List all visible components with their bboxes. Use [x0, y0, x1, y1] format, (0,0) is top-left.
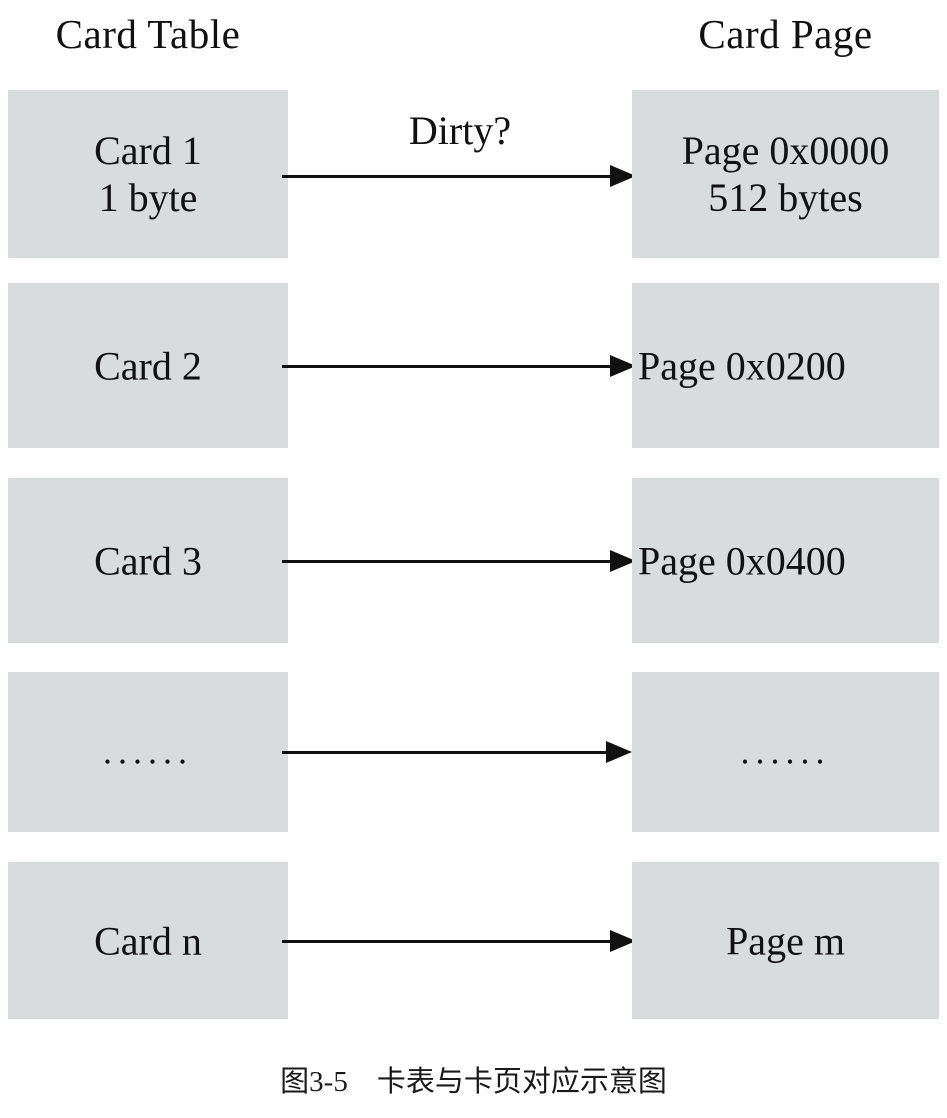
- card-box-text: ......: [8, 729, 288, 776]
- page-box-text: ......: [632, 729, 939, 776]
- card-box-text: Card 3: [8, 537, 288, 584]
- card-box: Card 1 1 byte: [8, 90, 288, 258]
- card-box-line-1: Card 1: [94, 128, 202, 173]
- arrow-head-icon: [606, 741, 632, 763]
- mapping-arrow: [282, 355, 636, 377]
- arrow-head-icon: [610, 165, 636, 187]
- card-box-line-1: Card 2: [94, 343, 202, 388]
- column-heading-card-table: Card Table: [55, 11, 241, 57]
- card-box: ......: [8, 672, 288, 832]
- page-box-line-1: Page 0x0200: [638, 343, 846, 388]
- card-box-text: Card 1 1 byte: [8, 127, 288, 221]
- page-box-line-2: 512 bytes: [708, 175, 863, 220]
- arrow-shaft: [282, 560, 610, 563]
- diagram-row: Card n Page m: [0, 862, 947, 1019]
- page-box-text: Page m: [632, 917, 939, 964]
- card-box-line-1: Card 3: [94, 538, 202, 583]
- page-box-line-1: Page 0x0000: [681, 128, 890, 173]
- page-box: Page 0x0200: [632, 283, 939, 448]
- figure-caption: 图3-5 卡表与卡页对应示意图: [280, 1066, 667, 1098]
- arrow-head-icon: [610, 930, 636, 952]
- card-box: Card 3: [8, 478, 288, 643]
- card-box-text: Card n: [8, 917, 288, 964]
- mapping-arrow: [282, 165, 636, 187]
- card-box-ellipsis: ......: [103, 731, 193, 772]
- arrow-shaft: [282, 751, 606, 754]
- mapping-arrow: [282, 550, 636, 572]
- card-box-line-2: 1 byte: [98, 175, 198, 220]
- page-box: Page 0x0000 512 bytes: [632, 90, 939, 258]
- diagram-row: Card 2 Page 0x0200: [0, 283, 947, 448]
- page-box-text: Page 0x0000 512 bytes: [632, 127, 939, 221]
- arrow-head-icon: [610, 355, 636, 377]
- arrow-head-icon: [610, 550, 636, 572]
- page-box: ......: [632, 672, 939, 832]
- arrow-shaft: [282, 365, 610, 368]
- card-box-line-1: Card n: [94, 918, 202, 963]
- page-box: Page 0x0400: [632, 478, 939, 643]
- page-box-text: Page 0x0400: [638, 537, 939, 584]
- card-box: Card n: [8, 862, 288, 1019]
- arrow-shaft: [282, 940, 610, 943]
- page-box: Page m: [632, 862, 939, 1019]
- diagram-row: Card 1 1 byte Dirty? Page 0x0000 512 byt…: [0, 90, 947, 258]
- page-box-text: Page 0x0200: [638, 342, 939, 389]
- edge-label-dirty: Dirty?: [408, 108, 512, 153]
- mapping-arrow: [282, 930, 636, 952]
- column-heading-card-page: Card Page: [698, 11, 873, 57]
- page-box-line-1: Page 0x0400: [638, 538, 846, 583]
- diagram-row: ...... ......: [0, 672, 947, 832]
- arrow-shaft: [282, 175, 610, 178]
- page-box-ellipsis: ......: [740, 731, 831, 772]
- card-box: Card 2: [8, 283, 288, 448]
- card-box-text: Card 2: [8, 342, 288, 389]
- mapping-arrow: [282, 741, 632, 763]
- page-box-line-1: Page m: [726, 918, 845, 963]
- diagram-row: Card 3 Page 0x0400: [0, 478, 947, 643]
